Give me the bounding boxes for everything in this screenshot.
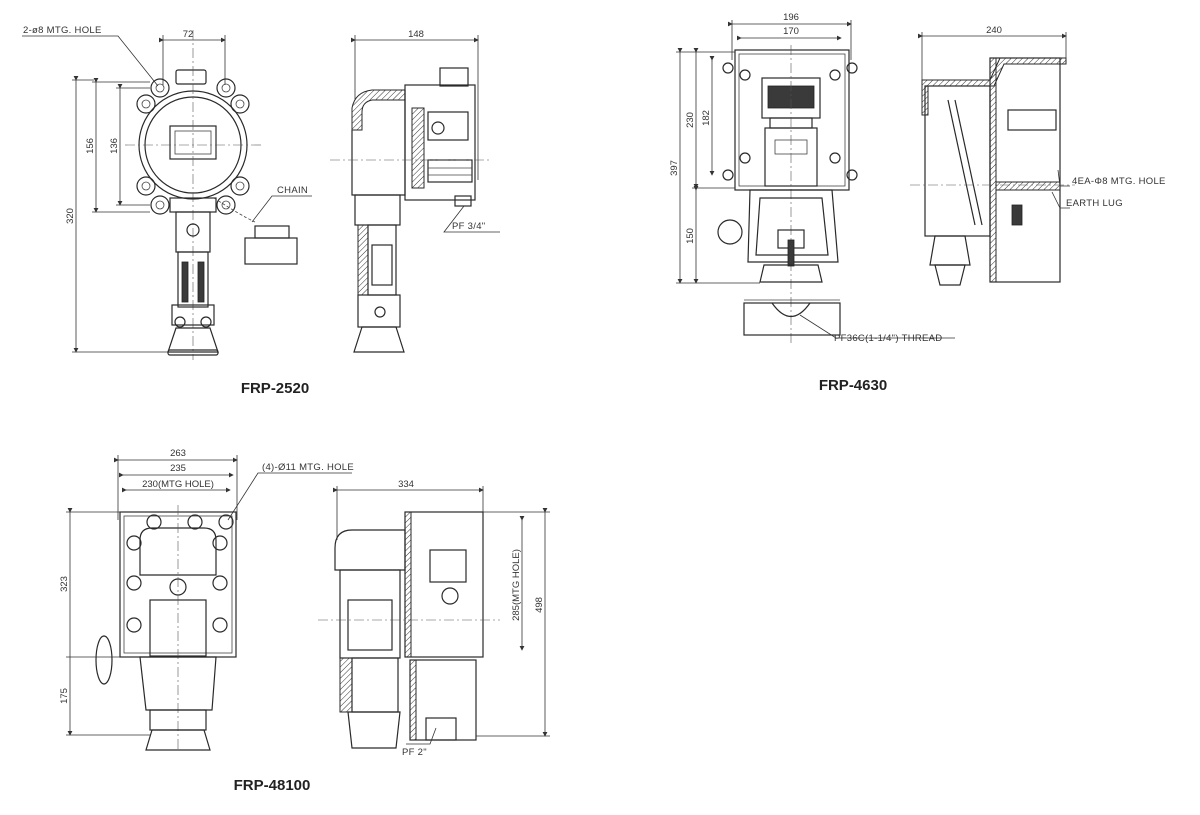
frp-48100-front-view bbox=[66, 455, 352, 751]
frp-2520-model-title: FRP-2520 bbox=[241, 380, 309, 397]
frp-2520-dim-148: 148 bbox=[408, 29, 424, 40]
frp-4630-labels: 196 170 240 230 182 397 150 4EA-Φ8 MTG. … bbox=[669, 12, 1166, 394]
frp-2520-dim-72: 72 bbox=[183, 29, 194, 40]
frp-48100-dim-323: 323 bbox=[59, 576, 70, 592]
frp-2520-dim-136: 136 bbox=[109, 138, 120, 154]
frp-4630-side-view bbox=[910, 32, 1075, 286]
frp-2520-note-mtg-hole: 2-ø8 MTG. HOLE bbox=[23, 25, 102, 36]
frp-2520-dim-156: 156 bbox=[85, 138, 96, 154]
frp-48100-side-view bbox=[318, 486, 550, 749]
frp-48100-dim-263: 263 bbox=[170, 448, 186, 459]
frp-2520-labels: 72 148 156 136 320 2-ø8 MTG. HOLE CHAIN … bbox=[23, 25, 485, 397]
frp-2520-note-chain: CHAIN bbox=[277, 185, 308, 196]
frp-4630-dim-196: 196 bbox=[783, 12, 799, 23]
frp-48100-note-mtg-hole: (4)-Ø11 MTG. HOLE bbox=[262, 462, 354, 473]
frp-48100-model-title: FRP-48100 bbox=[234, 777, 311, 794]
frp-2520-front-view bbox=[22, 30, 312, 360]
frp-48100-dim-230-mtg-hole: 230(MTG HOLE) bbox=[142, 479, 214, 490]
frp-4630-dim-170: 170 bbox=[783, 26, 799, 37]
frp-4630-model-title: FRP-4630 bbox=[819, 377, 887, 394]
frp-4630-dim-397: 397 bbox=[669, 160, 680, 176]
frp-4630-note-thread: PF36C(1-1/4") THREAD bbox=[834, 333, 942, 344]
frp-2520-dim-320: 320 bbox=[65, 208, 76, 224]
frp-48100-labels: 263 235 230(MTG HOLE) 334 323 175 285(MT… bbox=[59, 448, 545, 794]
frp-4630-dim-240: 240 bbox=[986, 25, 1002, 36]
frp-4630-note-mtg-hole: 4EA-Φ8 MTG. HOLE bbox=[1072, 176, 1166, 187]
frp-2520-side-view bbox=[330, 35, 500, 353]
frp-4630-note-earth-lug: EARTH LUG bbox=[1066, 198, 1123, 209]
frp-48100-dim-285-mtg-hole: 285(MTG HOLE) bbox=[511, 549, 522, 621]
frp-4630-front-view bbox=[676, 20, 955, 345]
frp-4630-drawing bbox=[676, 20, 1075, 345]
frp-4630-dim-182: 182 bbox=[701, 110, 712, 126]
frp-4630-dim-150: 150 bbox=[685, 228, 696, 244]
frp-4630-dim-230: 230 bbox=[685, 112, 696, 128]
frp-2520-drawing bbox=[22, 30, 500, 360]
frp-48100-note-pf: PF 2" bbox=[402, 747, 427, 758]
frp-48100-dim-235: 235 bbox=[170, 463, 186, 474]
frp-48100-dim-175: 175 bbox=[59, 688, 70, 704]
frp-48100-drawing bbox=[66, 455, 550, 751]
frp-48100-dim-498: 498 bbox=[534, 597, 545, 613]
frp-48100-dim-334: 334 bbox=[398, 479, 414, 490]
frp-2520-note-pf: PF 3/4" bbox=[452, 221, 485, 232]
